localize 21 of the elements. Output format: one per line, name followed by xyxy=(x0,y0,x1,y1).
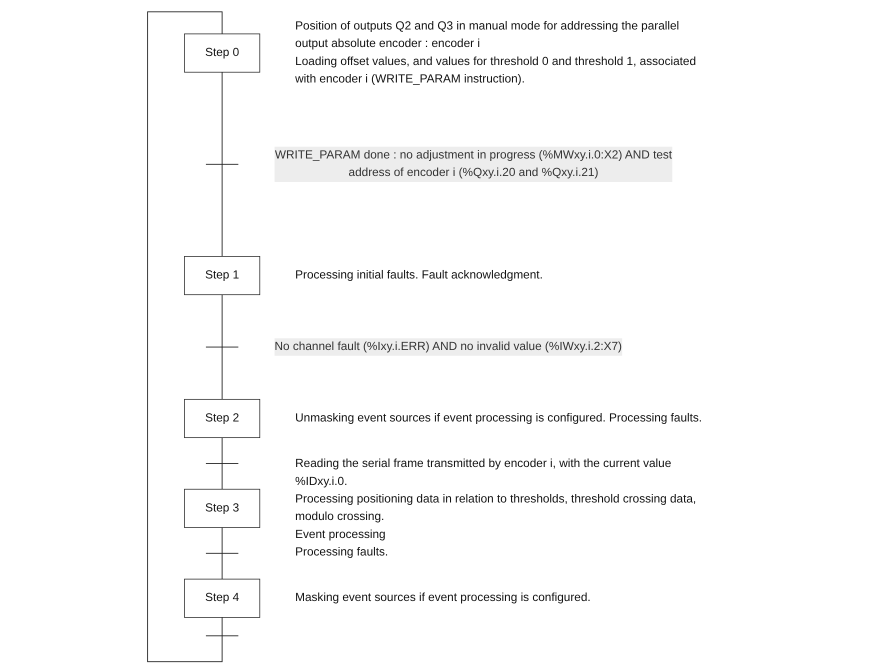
node-box: Step 1 xyxy=(184,256,260,296)
node-label: Processing positioning data in relation to thresholds, threshold crossing data, modulo crossing. xyxy=(295,492,696,524)
edge-label: No channel fault (%Ixy.i.ERR) AND no invalid value (%IWxy.i.2:X7) xyxy=(274,340,622,353)
edge-label: WRITE_PARAM done : no adjustment in progress (%MWxy.i.0:X2) AND test address of encoder i (%Qxy.i.20 and %Qxy.i.21) xyxy=(274,148,672,180)
connector xyxy=(205,527,239,580)
node-label: Processing faults. xyxy=(295,546,388,558)
node-box: Step 4 xyxy=(184,578,260,618)
node-box: Step 3 xyxy=(184,488,260,528)
node-box: Step 0 xyxy=(184,34,260,73)
node-box: Step 2 xyxy=(184,398,260,438)
node-label: Unmasking event sources if event processing is configured. Processing faults. xyxy=(295,412,702,424)
connector xyxy=(205,72,239,257)
node-label: Position of outputs Q2 and Q3 in manual mode for addressing the parallel output absolute encoder : encoder i xyxy=(295,20,680,50)
connector xyxy=(205,437,239,490)
node-label: Processing initial faults. Fault acknowledgment. xyxy=(295,268,543,282)
node-label: Loading offset values, and values for threshold 0 and threshold 1, associated with encoder i (WRITE_PARAM instruction). xyxy=(295,55,696,86)
node-label: Event processing xyxy=(295,528,386,541)
connector xyxy=(147,11,239,662)
node-label: Reading the serial frame transmitted by encoder i, with the current value %IDxy.i.0. xyxy=(295,458,672,488)
connector xyxy=(205,294,239,400)
node-label: Masking event sources if event processing is configured. xyxy=(295,592,591,604)
